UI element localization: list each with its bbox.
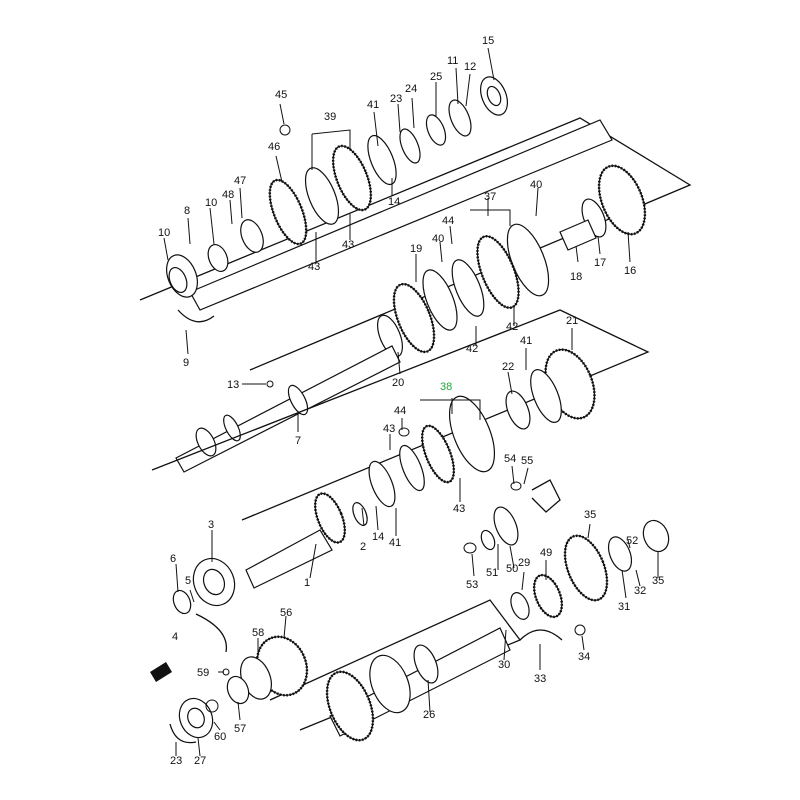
part-label: 15 xyxy=(482,35,494,47)
part-label: 22 xyxy=(502,361,514,373)
middle-gear-panel xyxy=(151,309,650,521)
part-label: 59 xyxy=(197,667,209,679)
part-label: 44 xyxy=(394,405,406,417)
part-label: 41 xyxy=(520,335,532,347)
part-label: 35 xyxy=(584,509,596,521)
part-label: 25 xyxy=(430,71,442,83)
part-label: 60 xyxy=(214,731,226,743)
part-label: 39 xyxy=(324,111,336,123)
part-label: 10 xyxy=(158,227,170,239)
part-label: 52 xyxy=(626,535,638,547)
part-label: 41 xyxy=(389,537,401,549)
part-label: 53 xyxy=(466,579,478,591)
part-label: 37 xyxy=(484,191,496,203)
part-label: 8 xyxy=(184,205,190,217)
part-label: 49 xyxy=(540,547,552,559)
part-label: 23 xyxy=(390,93,402,105)
part-label: 43 xyxy=(342,239,354,251)
part-label: 35 xyxy=(652,575,664,587)
lower-right-parts xyxy=(463,479,670,641)
part-label: 32 xyxy=(634,585,646,597)
part-label: 48 xyxy=(222,189,234,201)
part-label: 57 xyxy=(234,723,246,735)
leader-lines xyxy=(163,47,659,757)
part-label: 40 xyxy=(432,233,444,245)
part-label: 56 xyxy=(280,607,292,619)
part-label: 41 xyxy=(367,99,379,111)
part-label: 43 xyxy=(308,261,320,273)
part-label: 40 xyxy=(530,179,542,191)
part-label: 19 xyxy=(410,243,422,255)
part-label: 29 xyxy=(518,557,530,569)
part-label: 42 xyxy=(466,343,478,355)
part-label: 2 xyxy=(360,541,366,553)
main-shaft xyxy=(175,345,401,473)
part-label: 58 xyxy=(252,627,264,639)
input-shaft xyxy=(172,492,368,653)
part-label: 1 xyxy=(304,577,310,589)
part-label: 23 xyxy=(170,755,182,767)
part-label: 12 xyxy=(464,61,476,73)
upper-shaft-panel xyxy=(139,76,692,371)
part-label: 43 xyxy=(453,503,465,515)
bottom-shaft-panel xyxy=(169,599,522,744)
part-label: 20 xyxy=(392,377,404,389)
part-label: 18 xyxy=(570,271,582,283)
part-label: 55 xyxy=(521,455,533,467)
part-label: 10 xyxy=(205,197,217,209)
part-label: 47 xyxy=(234,175,246,187)
part-label: 46 xyxy=(268,141,280,153)
part-label: 33 xyxy=(534,673,546,685)
part-label: 6 xyxy=(170,553,176,565)
part-label: 24 xyxy=(405,83,417,95)
part-label: 44 xyxy=(442,215,454,227)
part-label: 16 xyxy=(624,265,636,277)
part-label: 3 xyxy=(208,519,214,531)
part-label: 11 xyxy=(447,55,458,67)
part-label: 7 xyxy=(295,435,301,447)
part-label: 4 xyxy=(172,631,178,643)
part-label: 42 xyxy=(506,321,518,333)
part-label: 31 xyxy=(618,601,630,613)
part-label: 30 xyxy=(498,659,510,671)
part-label: 13 xyxy=(227,379,239,391)
part-label: 9 xyxy=(183,357,189,369)
part-label: 34 xyxy=(578,651,590,663)
part-label: 21 xyxy=(566,315,578,327)
part-label: 50 xyxy=(506,563,518,575)
part-labels: 1 2 3 4 5 6 7 8 9 10 10 11 12 13 14 14 1… xyxy=(158,35,664,767)
part-label: 17 xyxy=(594,257,606,269)
part-label: 43 xyxy=(383,423,395,435)
part-label: 45 xyxy=(275,89,287,101)
front-direction-arrow-icon xyxy=(150,662,172,682)
part-label: 5 xyxy=(185,575,191,587)
upper-right-gear-stack xyxy=(376,164,647,358)
part-label: 54 xyxy=(504,453,516,465)
part-label: 14 xyxy=(372,531,384,543)
part-label: 14 xyxy=(388,196,400,208)
part-label: 27 xyxy=(194,755,206,767)
part-label: 51 xyxy=(486,567,498,579)
part-label-highlighted: 38 xyxy=(440,381,452,393)
part-label: 26 xyxy=(423,709,435,721)
